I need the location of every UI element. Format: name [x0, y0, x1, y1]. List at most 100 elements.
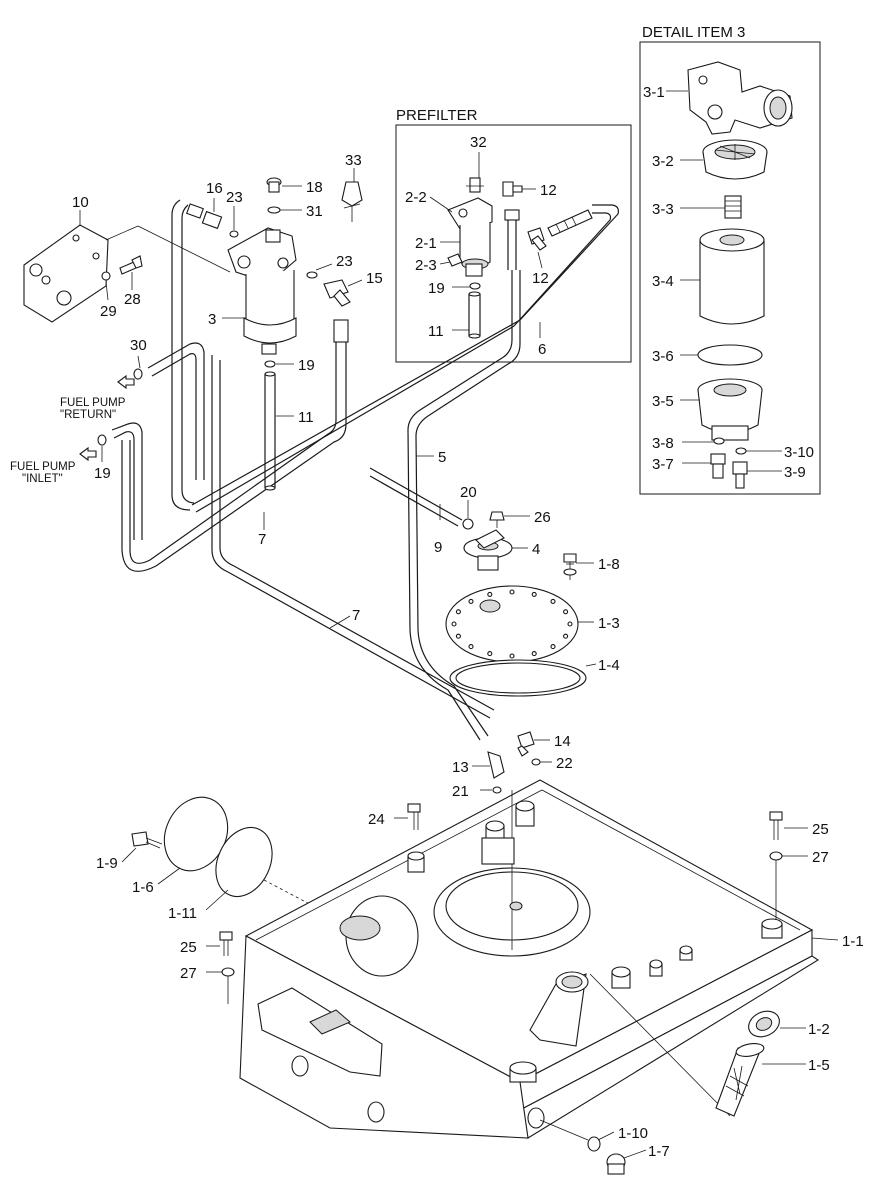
bolt-25-right [769, 811, 783, 840]
label-1-9: 1-9 [96, 855, 118, 872]
bolt-hole [550, 598, 556, 604]
washer-29 [101, 271, 111, 281]
fuel-lines [111, 199, 619, 741]
bolt-hole [487, 651, 493, 657]
label-3-7: 3-7 [652, 456, 674, 473]
o-ring-22 [531, 758, 541, 766]
bolt-hole [509, 589, 515, 595]
o-ring-19-prefilter [469, 282, 481, 290]
bolt-1-8 [563, 553, 577, 580]
label-3-1: 3-1 [643, 84, 665, 101]
label-16: 16 [206, 180, 223, 197]
fuel-tank-1-1 [239, 779, 820, 1139]
filter-element-3-4 [699, 228, 765, 325]
label-10: 10 [72, 194, 89, 211]
label-19-inlet: 19 [94, 465, 111, 482]
bracket-10 [23, 224, 231, 323]
bolt-hole [468, 644, 474, 650]
fitting-16 [186, 203, 223, 230]
label-27-left: 27 [180, 965, 197, 982]
label-1-3: 1-3 [598, 615, 620, 632]
o-ring-31 [267, 206, 281, 214]
bolt-hole [487, 591, 493, 597]
label-12-upper: 12 [540, 182, 557, 199]
prefilter-body-2-1 [447, 197, 493, 277]
bleed-screw-32 [466, 177, 484, 193]
bolt-24 [407, 803, 421, 830]
label-30: 30 [130, 337, 147, 354]
fuel-line-7-lower [211, 355, 491, 719]
gasket-1-4 [449, 659, 587, 697]
label-3-8: 3-8 [652, 435, 674, 452]
label-4: 4 [532, 541, 540, 558]
o-ring-3-10 [735, 447, 747, 455]
label-27-right: 27 [812, 849, 829, 866]
label-2-2: 2-2 [405, 189, 427, 206]
bolt-hole [468, 598, 474, 604]
label-3-5: 3-5 [652, 393, 674, 410]
filter-head-3-1 [687, 61, 793, 135]
hose-prefilter-vertical [504, 209, 520, 270]
nipple-3-3 [724, 195, 742, 219]
sensor-plug-3-9 [732, 461, 748, 489]
o-ring-23-lower [306, 271, 318, 279]
fuel-pump-return-text-2: "RETURN" [60, 409, 116, 421]
fuel-pump-return-text-1: FUEL PUMP [60, 397, 126, 409]
bolt-hole [455, 633, 461, 639]
o-ring-3-6 [697, 344, 763, 366]
bolt-hole [550, 644, 556, 650]
label-1-1: 1-1 [842, 933, 864, 950]
label-11-main: 11 [298, 409, 314, 426]
bolt-hole [531, 591, 537, 597]
tube-11-main [264, 371, 276, 491]
label-19-main: 19 [298, 357, 315, 374]
label-19-prefilter: 19 [428, 280, 445, 297]
label-1-8: 1-8 [598, 556, 620, 573]
elbow-12-lower [527, 227, 547, 251]
bolt-hole [509, 653, 515, 659]
label-2-1: 2-1 [415, 235, 437, 252]
return-pipe [147, 342, 205, 480]
o-ring-21 [492, 786, 502, 794]
bolt-25-left [219, 931, 233, 956]
o-ring-1-10 [587, 1136, 601, 1152]
label-6: 6 [538, 341, 546, 358]
label-2-3: 2-3 [415, 257, 437, 274]
label-1-6: 1-6 [132, 879, 154, 896]
label-3-4: 3-4 [652, 273, 674, 290]
fitting-4 [463, 529, 513, 571]
o-ring-3-8 [713, 437, 725, 445]
label-33: 33 [345, 152, 362, 169]
bolt-hole [455, 609, 461, 615]
plug-18 [266, 177, 282, 193]
detail-item-3-title: DETAIL ITEM 3 [642, 24, 745, 41]
label-1-11: 1-11 [168, 905, 197, 922]
fuel-pump-inlet-text-2: "INLET" [22, 473, 63, 485]
fuel-line-6 [191, 204, 619, 506]
drain-plug-3-7 [710, 453, 726, 479]
label-21: 21 [452, 783, 469, 800]
label-15: 15 [366, 270, 383, 287]
label-1-5: 1-5 [808, 1057, 830, 1074]
fitting-33 [341, 181, 363, 222]
o-ring-20 [462, 518, 474, 530]
screw-26 [489, 511, 505, 528]
fuel-pump-return-marker: 30 FUEL PUMP "RETURN" [60, 337, 147, 421]
filter-bowl-3-5 [697, 378, 763, 441]
label-22: 22 [556, 755, 573, 772]
label-26: 26 [534, 509, 551, 526]
fuel-pump-inlet-text-1: FUEL PUMP [10, 461, 76, 473]
filler-cap-1-2 [748, 1010, 780, 1038]
prefilter-panel: PREFILTER [395, 107, 632, 363]
label-25-left: 25 [180, 939, 197, 956]
plug-1-7 [606, 1153, 626, 1175]
fuel-pump-inlet-marker: 19 FUEL PUMP "INLET" [10, 434, 111, 485]
cover-plate-1-3 [445, 585, 579, 663]
o-ring-19-main [264, 360, 276, 368]
label-3-9: 3-9 [784, 464, 806, 481]
label-3-3: 3-3 [652, 201, 674, 218]
label-3-6: 3-6 [652, 348, 674, 365]
label-18: 18 [306, 179, 323, 196]
fuel-line-7-upper [129, 340, 337, 564]
pipe-9 [369, 467, 463, 521]
